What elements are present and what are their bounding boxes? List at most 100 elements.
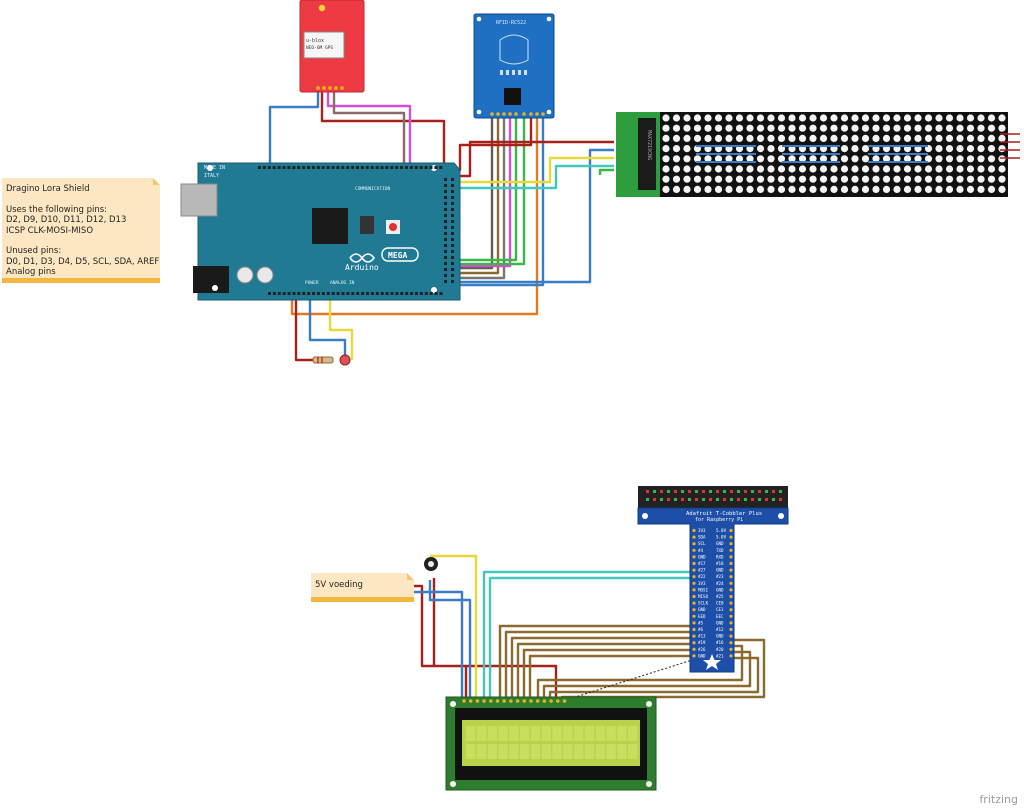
header-pin	[444, 190, 447, 193]
header-pin	[326, 166, 330, 169]
matrix-led	[788, 114, 796, 122]
gpio-pin	[695, 498, 698, 501]
header-pin	[331, 292, 335, 295]
potentiometer	[424, 557, 438, 571]
gps-module: u-blox NEO-6M GPS	[299, 0, 365, 93]
matrix-led	[893, 165, 901, 173]
matrix-led	[809, 175, 817, 183]
matrix-led	[966, 114, 975, 122]
matrix-led	[935, 165, 943, 173]
lcd-pin	[562, 699, 567, 703]
matrix-led	[956, 114, 964, 122]
lcd-pin	[549, 699, 553, 703]
matrix-led	[966, 175, 975, 183]
matrix-led	[788, 155, 796, 163]
header-pin	[444, 202, 447, 205]
cobbler-pin-label: GND	[716, 568, 724, 573]
lcd-cell	[617, 726, 627, 741]
t-cobbler: Adafruit T-Cobbler Plus for Raspberry Pi…	[637, 486, 789, 673]
header-pin	[370, 166, 374, 169]
wire-lcd-brown6	[528, 654, 692, 700]
matrix-led	[693, 185, 702, 193]
cobbler-pin-label: EED	[698, 614, 706, 619]
matrix-led	[903, 134, 912, 142]
header-pin	[429, 166, 433, 169]
header-pin	[444, 274, 447, 277]
matrix-led	[966, 145, 975, 153]
header-pin	[302, 292, 306, 295]
matrix-led	[683, 114, 691, 122]
matrix-led	[798, 185, 807, 193]
cobbler-pin-label: #24	[716, 581, 724, 586]
cobbler-pin-label: #16	[716, 640, 724, 645]
header-pin	[451, 178, 454, 181]
matrix-led	[924, 114, 933, 122]
arduino-model: MEGA	[388, 251, 407, 260]
ldr-resistor	[312, 354, 351, 366]
matrix-led	[735, 175, 744, 183]
matrix-led	[714, 134, 723, 142]
wire-rfid-blue	[450, 115, 545, 287]
lcd-cell	[552, 726, 562, 741]
matrix-led	[662, 124, 670, 132]
gpio-pin	[667, 498, 670, 501]
matrix-led	[840, 175, 849, 183]
header-pin	[451, 250, 454, 253]
wire-rfid-6	[450, 115, 526, 266]
matrix-led	[935, 134, 943, 142]
matrix-led	[662, 175, 670, 183]
arduino-headers	[258, 166, 454, 295]
gpio-pin	[660, 490, 663, 493]
matrix-led	[672, 185, 681, 193]
lcd-pins	[462, 699, 567, 703]
header-pin	[380, 166, 384, 169]
cobbler-pin-label: #4	[698, 548, 704, 553]
header-pin	[409, 166, 413, 169]
header-pin	[451, 184, 454, 187]
matrix-led	[798, 175, 807, 183]
matrix-led	[672, 124, 681, 132]
cobbler-pin-label: #5	[698, 620, 704, 625]
matrix-led	[704, 185, 712, 193]
header-pin	[390, 166, 394, 169]
matrix-led	[767, 175, 775, 183]
matrix-led	[914, 155, 922, 163]
matrix-led	[987, 165, 996, 173]
matrix-led	[746, 155, 754, 163]
header-pin	[365, 166, 369, 169]
header-pin	[444, 280, 447, 283]
header-pin	[361, 292, 365, 295]
matrix-led	[840, 155, 849, 163]
matrix-led	[767, 114, 775, 122]
matrix-led	[683, 145, 691, 153]
matrix-led	[819, 134, 828, 142]
cobbler-pin	[729, 634, 733, 638]
matrix-led	[945, 185, 954, 193]
matrix-led	[683, 185, 691, 193]
cobbler-pin-labels: 3V3SDASCL#4GND#17#27#223V3MOSIMISOSCLKGN…	[692, 528, 733, 658]
header-pin	[451, 274, 454, 277]
note-line: D2, D9, D10, D11, D12, D13	[6, 215, 127, 225]
matrix-led	[777, 124, 786, 132]
gps-label1: u-blox	[306, 38, 324, 44]
gpio-pin	[653, 490, 656, 493]
matrix-led	[987, 134, 996, 142]
matrix-led	[830, 165, 838, 173]
gpio-pin	[709, 490, 712, 493]
gpio-pin	[730, 490, 733, 493]
header-pin	[405, 166, 408, 169]
header-pin	[287, 292, 291, 295]
matrix-led	[662, 155, 670, 163]
matrix-led	[819, 114, 828, 122]
fritzing-watermark: fritzing	[979, 793, 1018, 806]
cobbler-pin-label: #17	[698, 561, 706, 566]
matrix-led	[893, 185, 901, 193]
power-note-text: 5V voeding	[315, 580, 363, 590]
matrix-led	[725, 155, 733, 163]
header-pin	[429, 292, 433, 295]
header-pin	[385, 292, 389, 295]
lcd-cell	[541, 744, 551, 759]
matrix-led	[746, 134, 754, 142]
cobbler-pin	[729, 581, 733, 585]
matrix-led	[966, 124, 975, 132]
